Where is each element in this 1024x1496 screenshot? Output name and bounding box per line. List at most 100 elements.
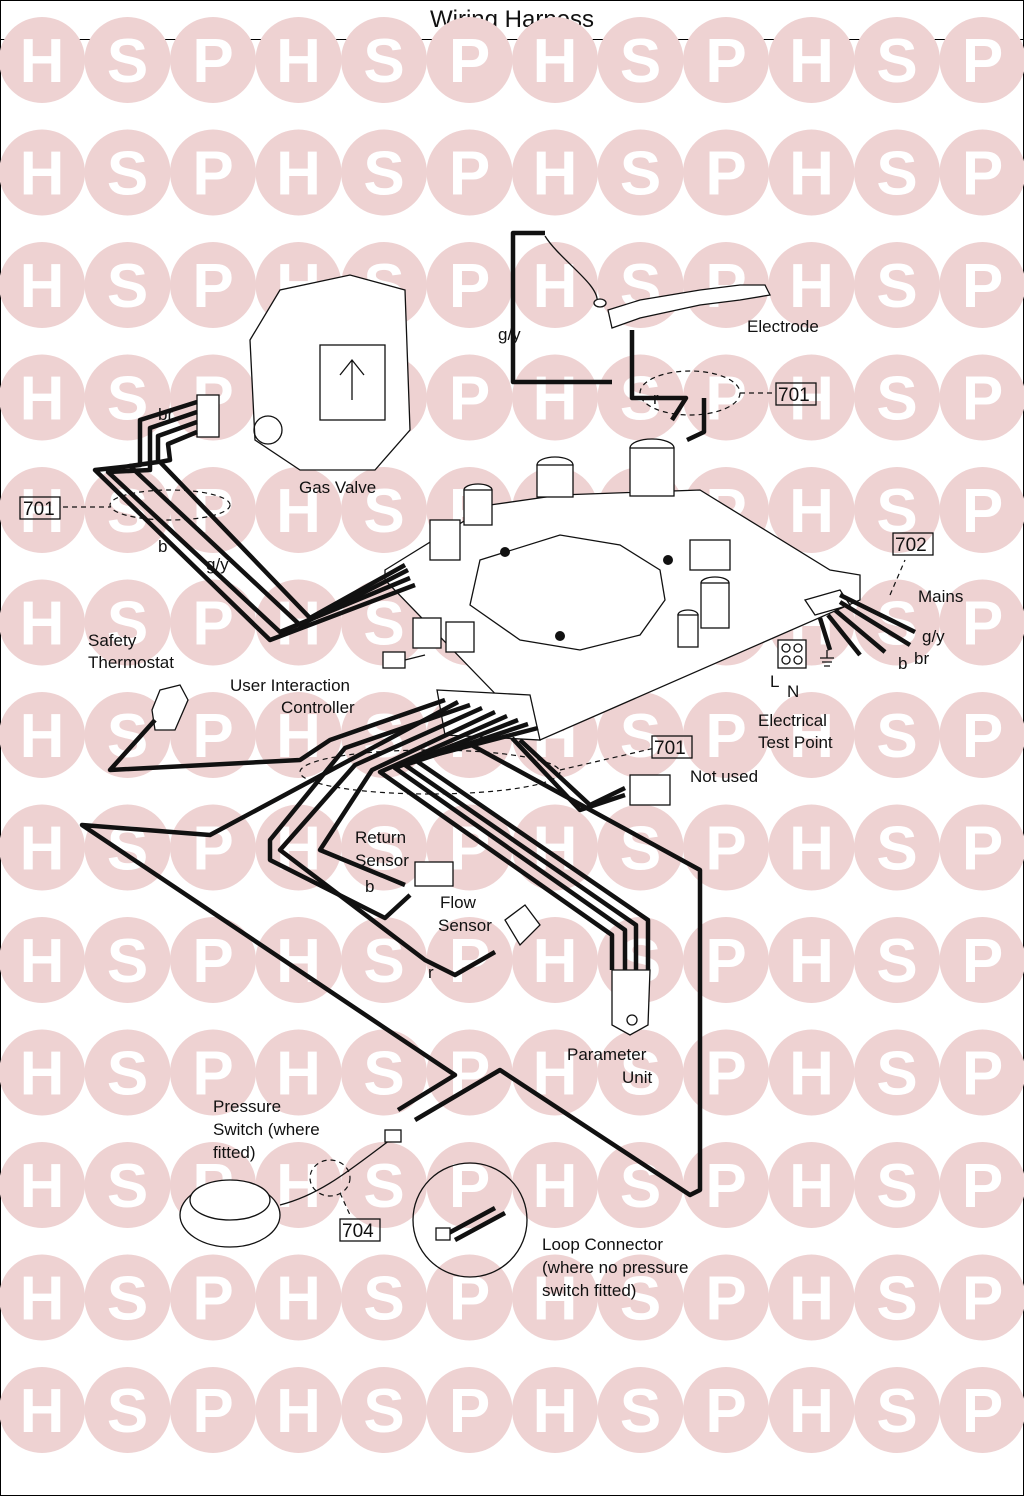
ref-701-gas-valve: 701 xyxy=(23,499,55,520)
watermark-letter: P xyxy=(962,1040,1003,1109)
watermark-letter: P xyxy=(192,927,233,996)
wire-code-labels: g/y r br b g/y g/y br b L N b r xyxy=(158,325,945,982)
watermark-circle xyxy=(255,1367,342,1453)
watermark-letter: P xyxy=(449,1377,490,1446)
watermark-circle xyxy=(854,129,940,216)
watermark-letter: H xyxy=(20,927,65,996)
watermark-letter: S xyxy=(620,140,661,209)
watermark-letter: P xyxy=(449,252,490,321)
watermark-circle xyxy=(0,1367,85,1453)
watermark-letter: H xyxy=(533,1265,578,1334)
watermark-circle xyxy=(512,129,598,216)
watermark-circle xyxy=(255,804,342,891)
watermark-letter: H xyxy=(533,27,578,96)
watermark-circle xyxy=(341,17,427,103)
watermark-letter: S xyxy=(876,702,917,771)
loop-connector-label-1: Loop Connector xyxy=(542,1235,663,1254)
parameter-unit-label-2: Unit xyxy=(622,1068,653,1087)
ref-701-electrode: 701 xyxy=(778,385,810,406)
watermark-letter: H xyxy=(533,365,578,434)
watermark-circle xyxy=(854,242,940,328)
return-sensor-label-1: Return xyxy=(355,828,406,847)
watermark-circle xyxy=(0,917,85,1003)
watermark-circle xyxy=(854,1142,940,1228)
watermark-circle xyxy=(255,17,342,103)
watermark-letter: H xyxy=(533,1152,578,1221)
watermark-circle xyxy=(170,692,256,778)
watermark-letter: P xyxy=(192,252,233,321)
watermark-letter: P xyxy=(705,1265,746,1334)
watermark-circle xyxy=(597,1367,684,1453)
watermark-letter: H xyxy=(789,252,834,321)
pressure-switch-label-1: Pressure xyxy=(213,1097,281,1116)
watermark-letter: H xyxy=(20,1040,65,1109)
watermark-circle xyxy=(597,129,684,216)
watermark-letter: P xyxy=(962,1265,1003,1334)
watermark-letter: P xyxy=(449,365,490,434)
watermark-letter: P xyxy=(192,27,233,96)
watermark-letter: S xyxy=(620,815,661,884)
watermark-letter: P xyxy=(705,927,746,996)
watermark-circle xyxy=(0,129,85,216)
watermark-letter: H xyxy=(789,140,834,209)
watermark-circle xyxy=(426,1367,513,1453)
watermark-circle xyxy=(683,129,769,216)
watermark-circle xyxy=(768,1142,855,1228)
watermark-letter: H xyxy=(276,477,321,546)
watermark-circle xyxy=(768,804,855,891)
watermark-letter: S xyxy=(620,1377,661,1446)
watermark-letter: P xyxy=(705,1040,746,1109)
watermark-circle xyxy=(512,917,598,1003)
watermark-circle xyxy=(341,467,427,553)
watermark-letter: P xyxy=(449,27,490,96)
watermark-circle xyxy=(170,579,256,666)
watermark-circle xyxy=(854,1367,940,1453)
watermark-circle xyxy=(854,804,940,891)
wire-code-b-gas-valve: b xyxy=(158,537,167,556)
watermark-circle xyxy=(854,1029,940,1116)
watermark-circle xyxy=(854,917,940,1003)
watermark-letter: P xyxy=(962,815,1003,884)
watermark-circle xyxy=(255,1254,342,1341)
watermark-letter: S xyxy=(107,27,148,96)
watermark-circle xyxy=(512,242,598,328)
watermark-circle xyxy=(597,1029,684,1116)
watermark-letter: P xyxy=(962,365,1003,434)
gas-valve-label: Gas Valve xyxy=(299,478,376,497)
watermark-circle xyxy=(0,467,85,553)
watermark-letter: P xyxy=(705,1377,746,1446)
watermark-circle xyxy=(170,1029,256,1116)
watermark-circle xyxy=(426,1254,513,1341)
watermark-letter: P xyxy=(962,702,1003,771)
watermark-circle xyxy=(597,692,684,778)
bundle-markers xyxy=(63,370,906,1216)
loop-connector xyxy=(412,1162,528,1278)
safety-thermostat xyxy=(151,684,189,731)
watermark-letter: H xyxy=(20,590,65,659)
watermark-circle xyxy=(0,579,85,666)
watermark-letter: P xyxy=(962,1152,1003,1221)
watermark-letter: H xyxy=(20,1377,65,1446)
electrical-test-point-label-1: Electrical xyxy=(758,711,827,730)
watermark-circle xyxy=(939,579,1024,666)
watermark-letter: H xyxy=(789,702,834,771)
watermark-circle xyxy=(0,692,85,778)
electrical-test-point-label-2: Test Point xyxy=(758,733,833,752)
watermark-circle xyxy=(768,129,855,216)
watermark-letter: H xyxy=(533,252,578,321)
electrode-label: Electrode xyxy=(747,317,819,336)
wire-code-gy-mains: g/y xyxy=(922,627,945,646)
pressure-switch xyxy=(179,1129,402,1248)
watermark-letter: H xyxy=(533,140,578,209)
watermark-letter: S xyxy=(620,1040,661,1109)
watermark-circle xyxy=(341,1142,427,1228)
watermark-letter: S xyxy=(876,1040,917,1109)
watermark-letter: P xyxy=(192,1265,233,1334)
watermark-letter: P xyxy=(192,1377,233,1446)
watermark-letter: S xyxy=(876,27,917,96)
watermark-circle xyxy=(426,242,513,328)
watermark-letter: S xyxy=(876,815,917,884)
watermark-letter: P xyxy=(962,140,1003,209)
watermark-letter: P xyxy=(962,27,1003,96)
watermark-circle xyxy=(939,242,1024,328)
